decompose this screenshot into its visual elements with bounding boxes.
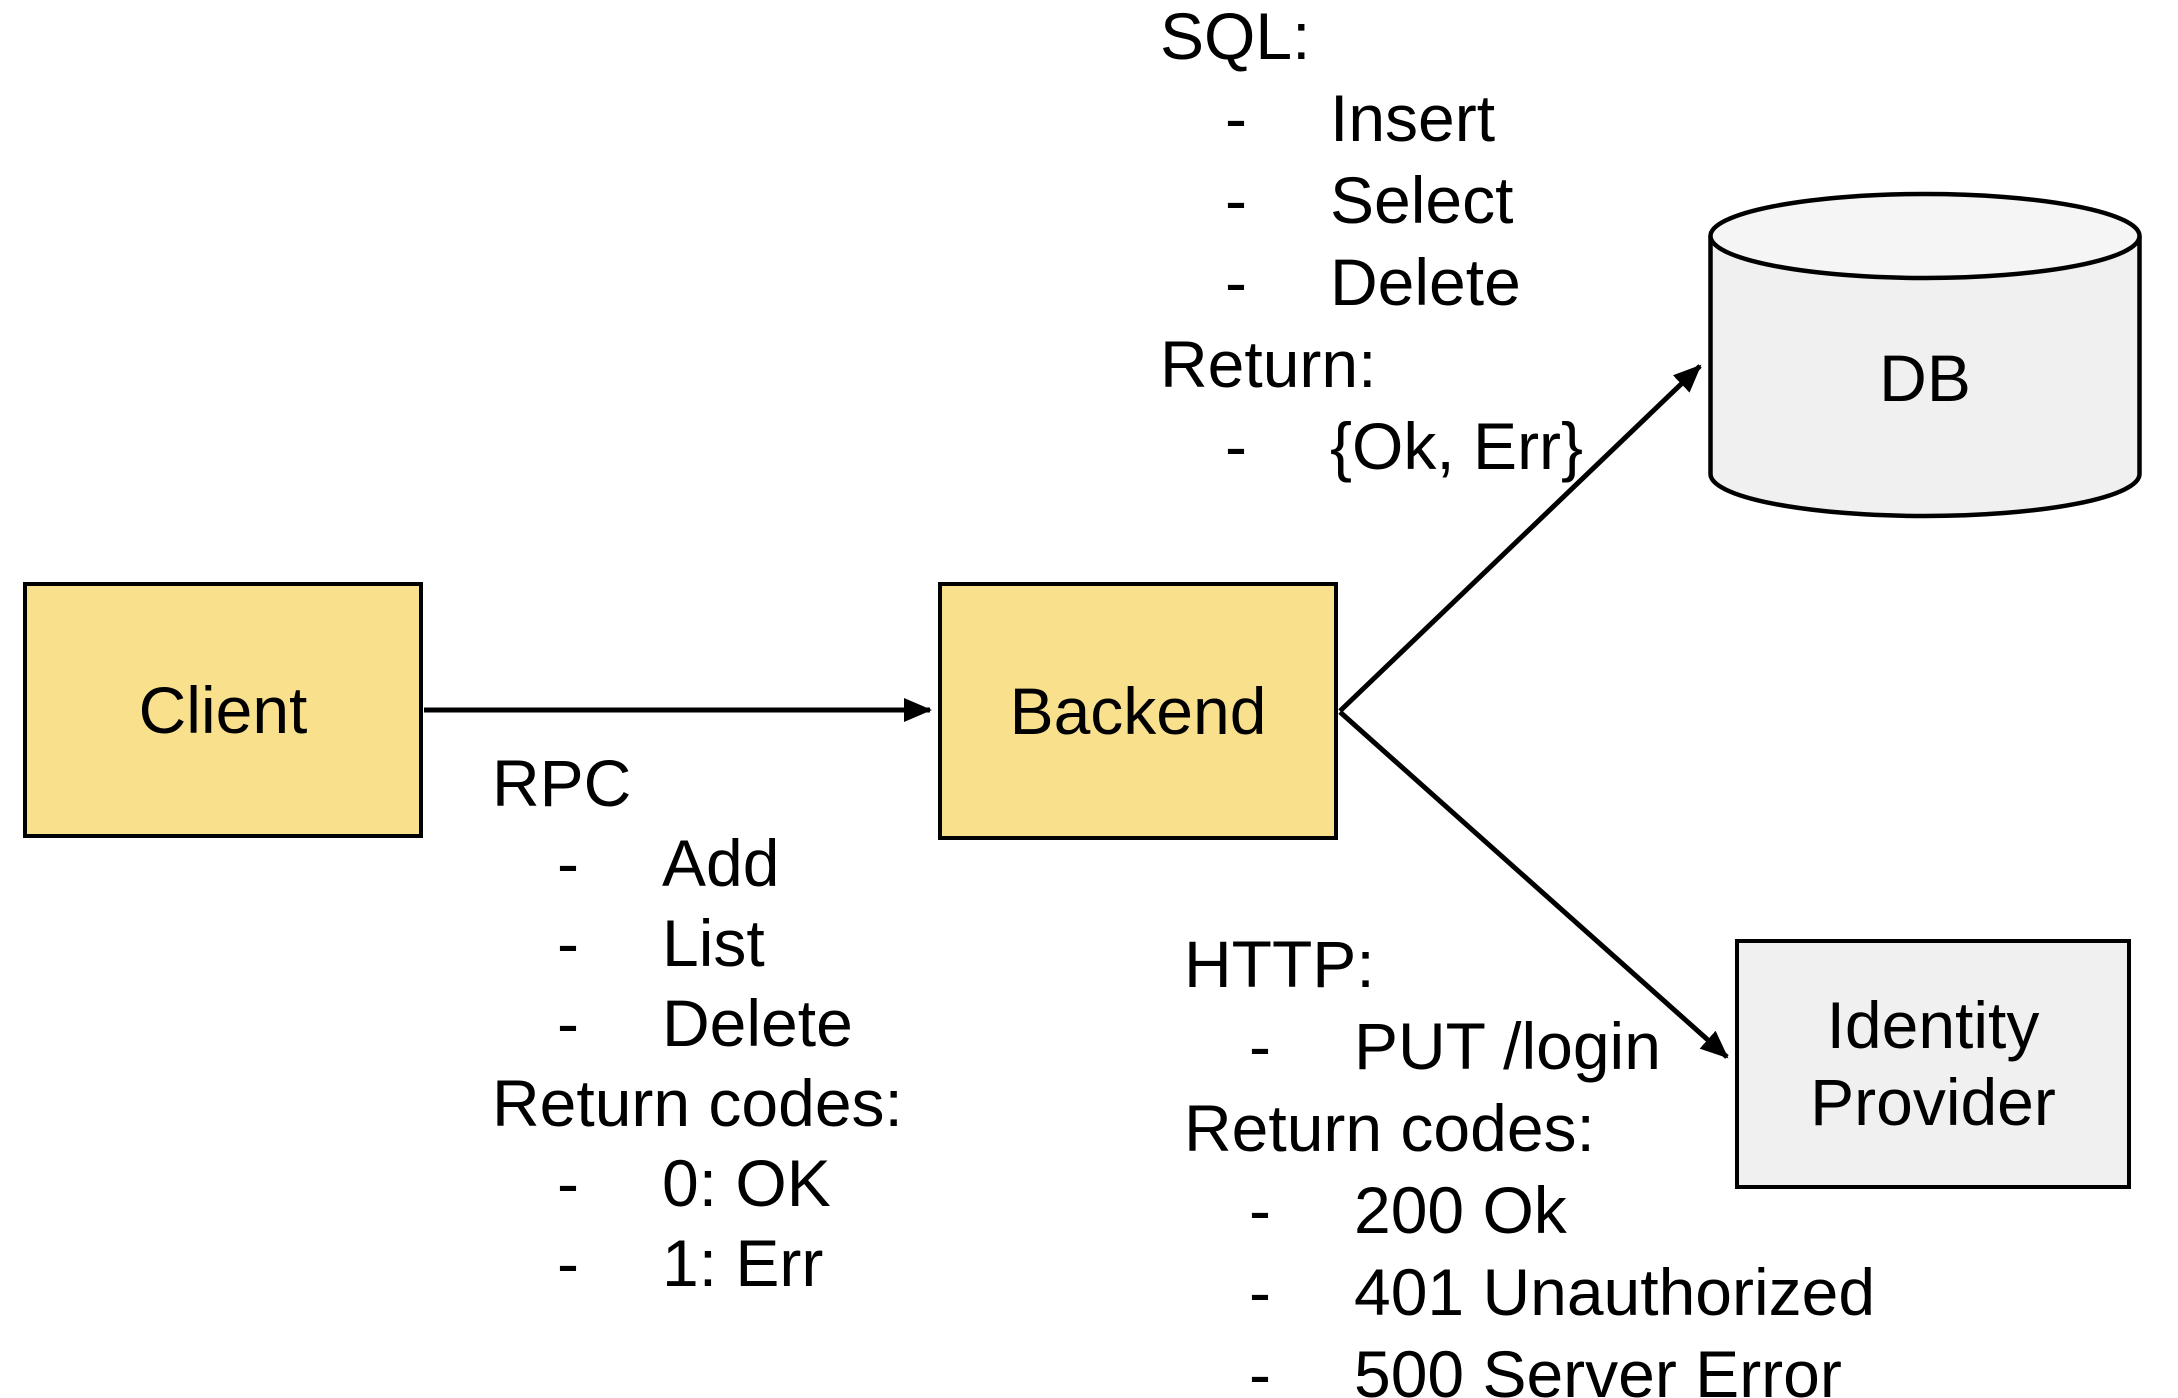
sql-item: - Insert bbox=[1160, 77, 1583, 159]
client-node: Client bbox=[23, 582, 423, 838]
http-item: - PUT /login bbox=[1184, 1005, 1875, 1087]
http-return-item: - 500 Server Error bbox=[1184, 1333, 1875, 1398]
bullet-dash: - bbox=[557, 1226, 579, 1300]
rpc-item: - List bbox=[492, 903, 903, 983]
sql-return-item: - {Ok, Err} bbox=[1160, 405, 1583, 487]
sql-return-item-label: {Ok, Err} bbox=[1330, 409, 1584, 483]
identity-provider-label: Identity Provider bbox=[1810, 988, 2056, 1139]
db-cylinder-body bbox=[1708, 236, 2142, 519]
bullet-dash: - bbox=[1225, 245, 1247, 319]
db-label: DB bbox=[1879, 341, 1971, 415]
bullet-dash: - bbox=[1225, 163, 1247, 237]
identity-provider-node: Identity Provider bbox=[1735, 939, 2131, 1189]
rpc-item: - Add bbox=[492, 823, 903, 903]
bullet-dash: - bbox=[557, 826, 579, 900]
http-subheading: Return codes: bbox=[1184, 1091, 1595, 1165]
sql-item-label: Delete bbox=[1330, 245, 1521, 319]
rpc-item-label: Add bbox=[662, 826, 780, 900]
sql-annotation-block: SQL: - Insert - Select - Delete Return: … bbox=[1160, 0, 1583, 487]
rpc-return-item-label: 0: OK bbox=[662, 1146, 831, 1220]
http-return-item: - 200 Ok bbox=[1184, 1169, 1875, 1251]
http-return-item-label: 500 Server Error bbox=[1354, 1337, 1842, 1398]
backend-label: Backend bbox=[1009, 673, 1267, 748]
client-label: Client bbox=[138, 672, 308, 747]
sql-item-label: Insert bbox=[1330, 81, 1496, 155]
bullet-dash: - bbox=[557, 986, 579, 1060]
rpc-subheading: Return codes: bbox=[492, 1066, 903, 1140]
http-annotation-block: HTTP: - PUT /login Return codes: - 200 O… bbox=[1184, 923, 1875, 1398]
rpc-item-label: Delete bbox=[662, 986, 853, 1060]
bullet-dash: - bbox=[1249, 1337, 1271, 1398]
bullet-dash: - bbox=[1225, 81, 1247, 155]
rpc-item: - Delete bbox=[492, 983, 903, 1063]
bullet-dash: - bbox=[1249, 1009, 1271, 1083]
http-return-item-label: 200 Ok bbox=[1354, 1173, 1567, 1247]
rpc-return-item: - 1: Err bbox=[492, 1223, 903, 1303]
rpc-item-label: List bbox=[662, 906, 765, 980]
bullet-dash: - bbox=[1249, 1255, 1271, 1329]
bullet-dash: - bbox=[557, 1146, 579, 1220]
bullet-dash: - bbox=[557, 906, 579, 980]
bullet-dash: - bbox=[1249, 1173, 1271, 1247]
sql-subheading: Return: bbox=[1160, 327, 1377, 401]
http-return-item: - 401 Unauthorized bbox=[1184, 1251, 1875, 1333]
sql-item-label: Select bbox=[1330, 163, 1514, 237]
backend-node: Backend bbox=[938, 582, 1338, 840]
http-return-item-label: 401 Unauthorized bbox=[1354, 1255, 1876, 1329]
rpc-annotation-block: RPC - Add - List - Delete Return codes: … bbox=[492, 743, 903, 1303]
http-heading: HTTP: bbox=[1184, 927, 1375, 1001]
rpc-return-item: - 0: OK bbox=[492, 1143, 903, 1223]
db-cylinder-top bbox=[1708, 191, 2142, 281]
sql-item: - Delete bbox=[1160, 241, 1583, 323]
db-cylinder-shape bbox=[1708, 191, 2142, 519]
bullet-dash: - bbox=[1225, 409, 1247, 483]
rpc-heading: RPC bbox=[492, 746, 632, 820]
sql-item: - Select bbox=[1160, 159, 1583, 241]
sql-heading: SQL: bbox=[1160, 0, 1311, 73]
http-item-label: PUT /login bbox=[1354, 1009, 1661, 1083]
rpc-return-item-label: 1: Err bbox=[662, 1226, 824, 1300]
